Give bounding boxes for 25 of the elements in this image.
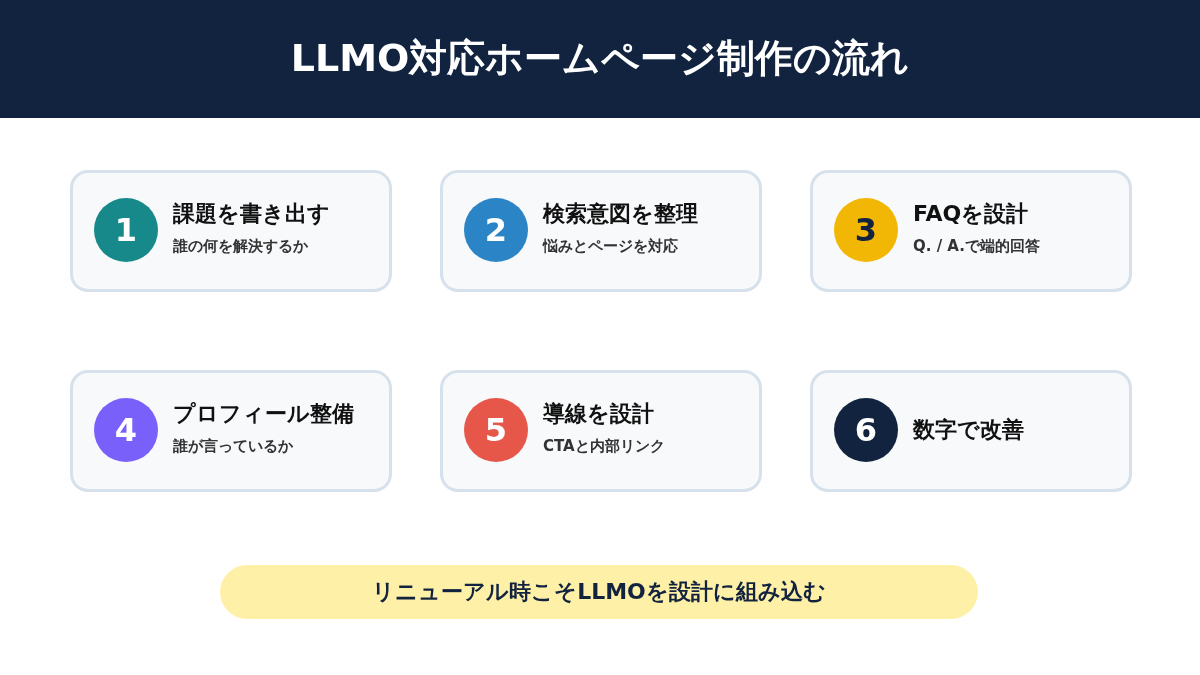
step-heading: 検索意図を整理 [543, 200, 698, 228]
summary-banner: リニューアル時こそLLMOを設計に組み込む [220, 565, 978, 619]
step-description: 誰が言っているか [173, 436, 293, 457]
diagram-title: LLMO対応ホームページ制作の流れ [289, 35, 911, 82]
step-heading: 導線を設計 [543, 400, 654, 428]
step-number-circle: 1 [94, 198, 158, 262]
step-number-circle: 5 [464, 398, 528, 462]
step-description: CTAと内部リンク [543, 436, 665, 457]
step-card [70, 170, 392, 292]
step-card [810, 370, 1132, 492]
step-description: 悩みとページを対応 [543, 236, 678, 257]
step-number-circle: 6 [834, 398, 898, 462]
step-heading: プロフィール整備 [173, 400, 354, 428]
step-heading: 課題を書き出す [173, 200, 330, 228]
step-card [810, 170, 1132, 292]
step-description: Q. / A.で端的回答 [913, 236, 1040, 257]
step-heading: FAQを設計 [913, 200, 1029, 228]
step-card [440, 370, 762, 492]
step-card [440, 170, 762, 292]
step-heading: 数字で改善 [913, 416, 1024, 444]
step-number-circle: 4 [94, 398, 158, 462]
step-card [70, 370, 392, 492]
step-number-circle: 2 [464, 198, 528, 262]
step-number-circle: 3 [834, 198, 898, 262]
step-description: 誰の何を解決するか [173, 236, 308, 257]
